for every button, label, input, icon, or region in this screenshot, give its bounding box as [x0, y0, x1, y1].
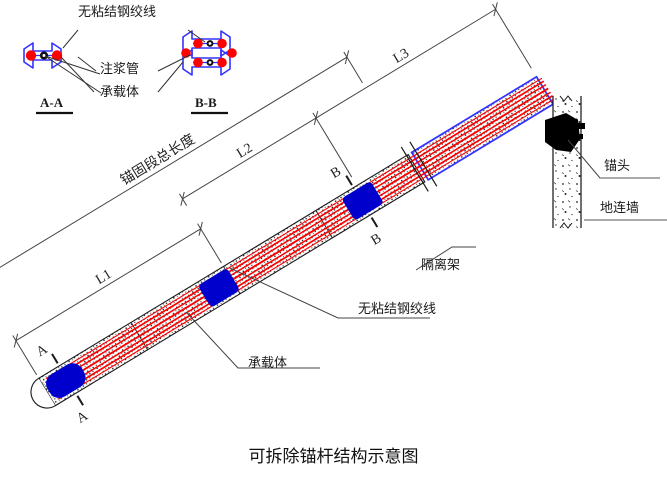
callout-unbonded-strand-main: 无粘结钢绞线 [358, 302, 437, 317]
callout-diaphragm-wall: 地连墙 [600, 201, 640, 216]
marker-b-top: B [328, 164, 344, 182]
strand-dot [217, 38, 227, 49]
marker-b-bottom: B [369, 231, 385, 249]
figure-title: 可拆除锚杆结构示意图 [248, 447, 419, 467]
marker-a-bottom: A [74, 408, 91, 427]
strand-dot [193, 38, 203, 49]
section-cut-a [51, 353, 84, 406]
dim-total-anchorage-text: 锚固段总长度 [118, 131, 198, 188]
label-underlines [584, 177, 667, 221]
section-leader-lines [44, 29, 206, 94]
anchor-assembly: L1 L2 L3 锚固段总长度 A A B B [0, 2, 555, 427]
dim-l1-text: L1 [93, 267, 114, 288]
strand-dot [227, 48, 237, 58]
section-aa-graphic [23, 42, 73, 115]
steel-strands [45, 77, 555, 400]
callout-spacer: 隔离架 [421, 258, 461, 273]
callout-bearing-body-main: 承载体 [248, 356, 288, 371]
strand-dot [181, 48, 191, 58]
strand-dot [25, 50, 37, 61]
callout-grout-pipe: 注浆管 [100, 62, 140, 77]
section-bb-graphic [181, 30, 237, 115]
bearing-body-element [46, 363, 86, 398]
strand-dot [193, 57, 203, 68]
dimension-text-group: L1 L2 L3 锚固段总长度 [93, 46, 412, 288]
callout-unbonded-strand-top: 无粘结钢绞线 [78, 5, 157, 20]
dimension-lines [0, 2, 532, 376]
spacer-element-2 [342, 182, 383, 220]
strand-dot [217, 57, 227, 68]
segment-transition-ticks [400, 141, 438, 192]
callout-anchor-head: 锚头 [604, 159, 631, 174]
dim-l2-text: L2 [234, 141, 255, 162]
marker-a-top: A [34, 342, 51, 361]
section-label-bb: B-B [195, 95, 217, 110]
anchor-head-graphic [545, 113, 585, 152]
section-label-aa: A-A [40, 95, 64, 110]
section-cut-b [345, 175, 379, 228]
strand-dot [51, 50, 63, 61]
spacer-element-1 [199, 269, 239, 307]
dim-l3-text: L3 [391, 46, 412, 67]
callout-bearing-body-section: 承载体 [100, 85, 140, 100]
